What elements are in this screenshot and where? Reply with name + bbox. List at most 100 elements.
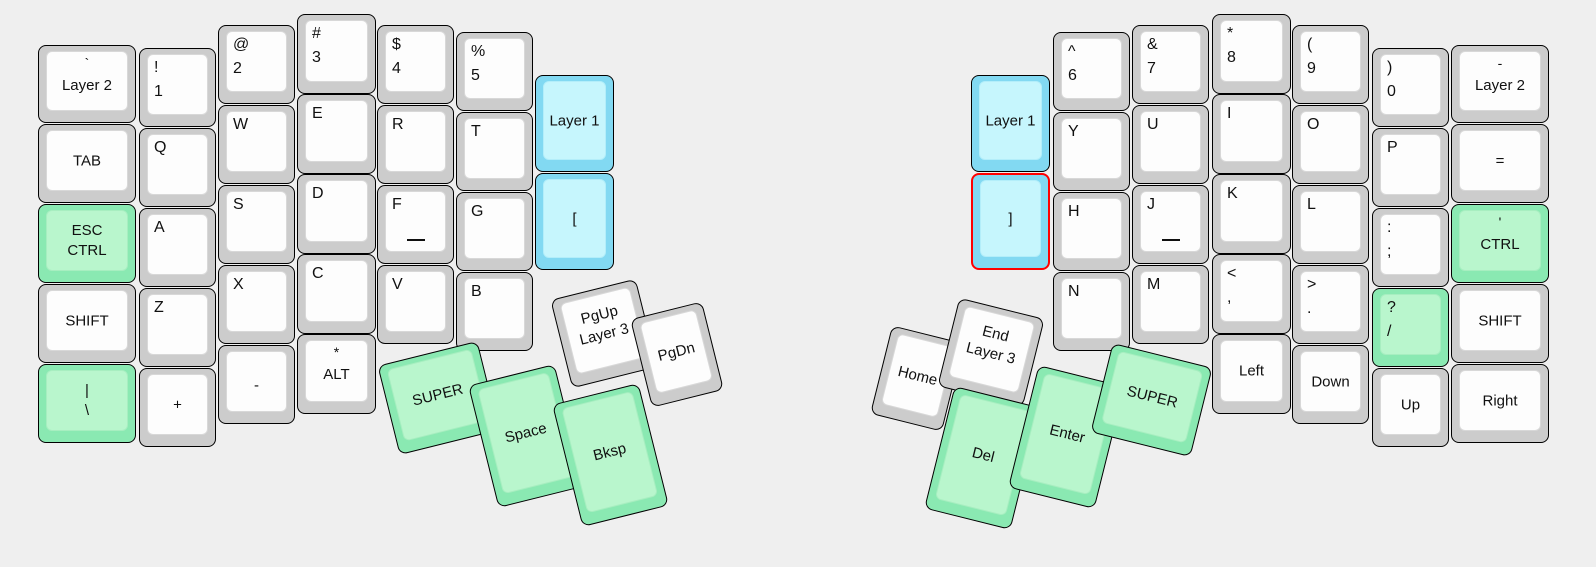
key-1[interactable]: !1	[139, 48, 216, 127]
keycap: !1	[147, 54, 208, 115]
key-legend-main: Space	[503, 419, 549, 447]
key-e[interactable]: E	[297, 94, 376, 174]
key-q[interactable]: Q	[139, 128, 216, 207]
key-legend-main: Bksp	[591, 439, 629, 465]
key-bksp[interactable]: Bksp	[552, 383, 669, 527]
key-o[interactable]: O	[1292, 105, 1369, 184]
key-legend-main: TAB	[72, 152, 102, 169]
keycap: O	[1300, 111, 1361, 172]
key-tab[interactable]: TAB	[38, 124, 136, 203]
key-legend-main: 7	[1147, 60, 1156, 77]
key-legend-main: \	[84, 402, 90, 419]
key-legend-top: )	[1387, 59, 1393, 76]
key-z[interactable]: Z	[139, 288, 216, 367]
key-m[interactable]: M	[1132, 265, 1209, 344]
key-[interactable]: <,	[1212, 254, 1291, 334]
key-legend-main: Layer 1	[549, 112, 600, 129]
key-w[interactable]: W	[218, 105, 295, 184]
key-[interactable]: [	[535, 173, 614, 270]
key-layer-2[interactable]: -Layer 2	[1451, 45, 1549, 123]
keycap: -Layer 2	[1459, 51, 1541, 111]
key-layer-1[interactable]: Layer 1	[535, 75, 614, 172]
key-9[interactable]: (9	[1292, 25, 1369, 104]
homing-bar-icon	[1161, 239, 1180, 241]
key-4[interactable]: $4	[377, 25, 454, 104]
key-legend-main: X	[233, 276, 244, 293]
key-h[interactable]: H	[1053, 192, 1130, 271]
key-legend-top: @	[233, 36, 250, 53]
key-legend-main: Home	[896, 362, 940, 389]
key-legend-top: '	[1498, 214, 1502, 230]
key-legend-main: ;	[1387, 243, 1392, 260]
key-[interactable]: |\	[38, 364, 136, 443]
keycap: Layer 1	[979, 81, 1042, 160]
key-legend-main: 1	[154, 83, 163, 100]
keycap: T	[464, 118, 525, 179]
key-legend-main: U	[1147, 116, 1159, 133]
key-legend-top: *	[333, 344, 340, 360]
key-0[interactable]: )0	[1372, 48, 1449, 127]
key-shift[interactable]: SHIFT	[1451, 284, 1549, 363]
key-x[interactable]: X	[218, 265, 295, 344]
key-p[interactable]: P	[1372, 128, 1449, 207]
key-s[interactable]: S	[218, 185, 295, 264]
keycap: V	[385, 271, 446, 332]
keycap: @2	[226, 31, 287, 92]
key-shift[interactable]: SHIFT	[38, 284, 136, 363]
key-layer-2[interactable]: `Layer 2	[38, 45, 136, 123]
key-legend-main: Q	[154, 139, 167, 156]
key-k[interactable]: K	[1212, 174, 1291, 254]
keycap: M	[1140, 271, 1201, 332]
key-g[interactable]: G	[456, 192, 533, 271]
key-legend-main: V	[392, 276, 403, 293]
key-[interactable]: +	[139, 368, 216, 447]
key-d[interactable]: D	[297, 174, 376, 254]
key-a[interactable]: A	[139, 208, 216, 287]
key-2[interactable]: @2	[218, 25, 295, 104]
key-u[interactable]: U	[1132, 105, 1209, 184]
keycap: *ALT	[305, 340, 368, 402]
key-i[interactable]: I	[1212, 94, 1291, 174]
key-v[interactable]: V	[377, 265, 454, 344]
key-ctrl[interactable]: 'CTRL	[1451, 204, 1549, 283]
key-r[interactable]: R	[377, 105, 454, 184]
key-8[interactable]: *8	[1212, 14, 1291, 94]
key-legend-main: 9	[1307, 60, 1316, 77]
key-c[interactable]: C	[297, 254, 376, 334]
key-left[interactable]: Left	[1212, 334, 1291, 414]
key-[interactable]: -	[218, 345, 295, 424]
key-l[interactable]: L	[1292, 185, 1369, 264]
key-pgdn[interactable]: PgDn	[630, 301, 724, 408]
key-7[interactable]: &7	[1132, 25, 1209, 104]
key-[interactable]: =	[1451, 124, 1549, 203]
key-legend-main: Left	[1238, 362, 1265, 380]
key-[interactable]: ?/	[1372, 288, 1449, 367]
key-t[interactable]: T	[456, 112, 533, 191]
key-legend-top: ESC	[71, 222, 103, 239]
key-right[interactable]: Right	[1451, 364, 1549, 443]
key-legend-main: T	[471, 123, 481, 140]
key-b[interactable]: B	[456, 272, 533, 351]
key-f[interactable]: F	[377, 185, 454, 264]
keycap: [	[543, 179, 606, 258]
key-[interactable]: :;	[1372, 208, 1449, 287]
key-n[interactable]: N	[1053, 272, 1130, 351]
key-3[interactable]: #3	[297, 14, 376, 94]
key-alt[interactable]: *ALT	[297, 334, 376, 414]
keycap: S	[226, 191, 287, 252]
keycap: `Layer 2	[46, 51, 128, 111]
key-up[interactable]: Up	[1372, 368, 1449, 447]
key-layer-1[interactable]: Layer 1	[971, 75, 1050, 172]
key-6[interactable]: ^6	[1053, 32, 1130, 111]
key-legend-top: &	[1147, 36, 1158, 53]
key-[interactable]: ]	[971, 173, 1050, 270]
key-[interactable]: >.	[1292, 265, 1369, 344]
key-5[interactable]: %5	[456, 32, 533, 111]
key-j[interactable]: J	[1132, 185, 1209, 264]
keycap: *8	[1220, 20, 1283, 82]
key-down[interactable]: Down	[1292, 345, 1369, 424]
key-y[interactable]: Y	[1053, 112, 1130, 191]
